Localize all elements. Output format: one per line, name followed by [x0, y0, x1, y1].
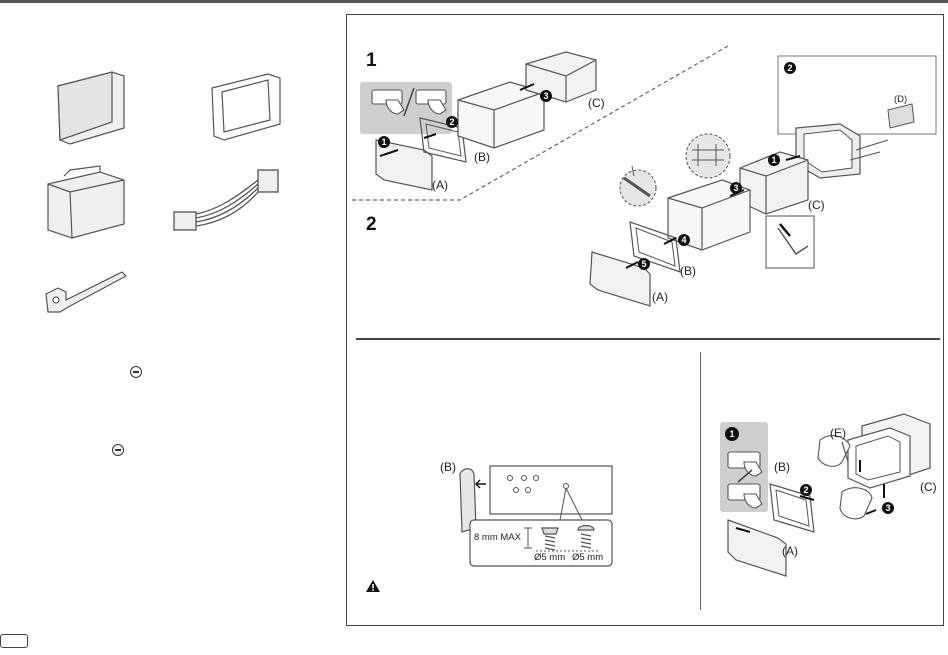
svg-text:1: 1 — [381, 137, 386, 147]
label-C-removal: (C) — [920, 480, 937, 494]
accessories-illustrations — [45, 71, 281, 313]
svg-text:3: 3 — [543, 91, 548, 101]
minus-circle-icon — [112, 444, 124, 456]
screw-max-depth: 8 mm MAX — [474, 532, 521, 543]
step-two-number: 2 — [366, 214, 377, 235]
label-B-step1: (B) — [474, 150, 490, 164]
svg-text:2: 2 — [803, 485, 808, 495]
step-one-number: 1 — [366, 50, 377, 71]
svg-text:2: 2 — [449, 117, 454, 127]
section-divider — [700, 352, 701, 610]
label-B-step2: (B) — [680, 264, 696, 278]
faceplate-part — [57, 71, 125, 145]
svg-text:5: 5 — [641, 259, 646, 269]
extraction-key-part — [45, 271, 127, 313]
label-A-removal: (A) — [782, 544, 798, 558]
label-B-removal: (B) — [774, 460, 790, 474]
svg-text:2: 2 — [787, 63, 792, 73]
screw-diameter-right: Ø5 mm — [572, 552, 604, 563]
label-A-step1: (A) — [432, 178, 448, 192]
svg-text:4: 4 — [681, 235, 686, 245]
svg-text:3: 3 — [885, 503, 890, 513]
svg-text:1: 1 — [729, 429, 734, 439]
mounting-sleeve-part — [47, 165, 125, 239]
panel-divider — [356, 338, 940, 340]
minus-circle-icon — [130, 366, 142, 378]
label-A-step2: (A) — [652, 290, 668, 304]
top-rule — [0, 0, 948, 3]
svg-text:1: 1 — [771, 155, 776, 165]
screw-diameter-left: Ø5 mm — [534, 552, 566, 563]
label-C-step2: (C) — [808, 198, 825, 212]
wiring-harness-part — [173, 169, 279, 231]
page-number-box — [0, 634, 28, 648]
installation-panel — [346, 14, 944, 626]
label-E: (E) — [830, 426, 846, 440]
hand-press-icon — [371, 89, 447, 115]
warning-icon — [366, 580, 380, 592]
svg-text:3: 3 — [733, 183, 738, 193]
label-D: (D) — [894, 94, 908, 105]
step-badges — [378, 90, 552, 148]
trim-plate-part — [211, 73, 281, 141]
label-B-screw: (B) — [440, 460, 456, 474]
label-C-step1: (C) — [588, 96, 605, 110]
